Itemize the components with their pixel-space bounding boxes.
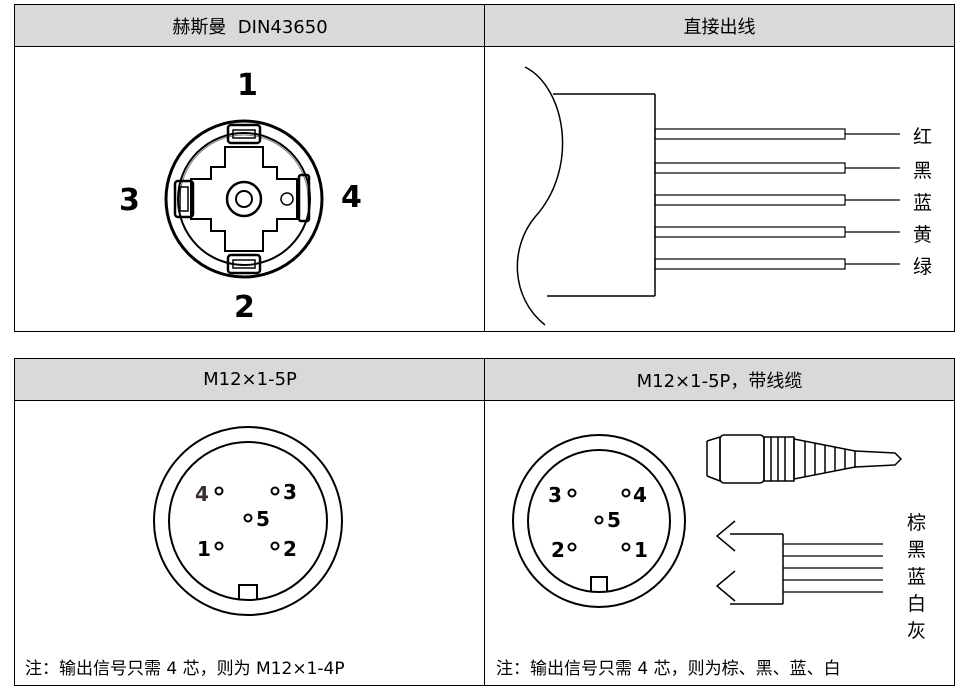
bottom-right-header: M12×1-5P，带线缆 [485, 359, 954, 401]
connector-plug [706, 434, 903, 484]
cable-wires [783, 543, 883, 593]
top-left-header-text: 赫斯曼 DIN43650 [172, 16, 328, 38]
wire-label-black: 黑 [913, 160, 932, 182]
m12-right-face [512, 434, 686, 608]
din-pin-label-1: 1 [237, 68, 258, 103]
din-connector-face [164, 119, 324, 279]
din-pin-label-3: 3 [119, 183, 140, 218]
cable-label-white: 白 [907, 593, 926, 615]
bottom-right-header-text: M12×1-5P，带线缆 [636, 370, 803, 392]
m12-5p-diagram: 1 2 3 4 5 [15, 401, 484, 641]
cable-label-gray: 灰 [907, 620, 926, 642]
m12-right-pin-5: 5 [607, 508, 621, 532]
cable-label-black: 黑 [907, 539, 926, 561]
wire-label-red: 红 [913, 126, 932, 148]
cable-body [516, 66, 656, 326]
top-table: 赫斯曼 DIN43650 直接出线 [14, 4, 955, 332]
wire-label-blue: 蓝 [913, 192, 932, 214]
m12-5p-svg: 1 2 3 4 5 [153, 426, 343, 616]
m12-right-pin-3: 3 [548, 483, 562, 507]
wire-label-green: 绿 [913, 256, 932, 278]
right-note: 注：输出信号只需 4 芯，则为棕、黑、蓝、白 [496, 659, 841, 679]
m12-right-pin-1: 1 [634, 538, 648, 562]
m12-left-pin-4: 4 [195, 482, 209, 506]
direct-wire-diagram: 红 黑 蓝 黄 绿 [485, 47, 954, 331]
din-pin-label-4: 4 [341, 180, 362, 215]
m12-left-pin-5: 5 [256, 507, 270, 531]
m12-left-pin-2: 2 [283, 537, 297, 561]
top-left-header: 赫斯曼 DIN43650 [15, 5, 485, 47]
cable-break-lines [715, 520, 784, 605]
top-right-header-text: 直接出线 [683, 16, 756, 38]
bottom-left-header: M12×1-5P [15, 359, 485, 401]
cable-label-blue: 蓝 [907, 566, 926, 588]
m12-cable-diagram: 1 2 3 4 5 [485, 401, 954, 646]
din-pin-label-2: 2 [234, 290, 255, 325]
m12-left-pins [214, 486, 280, 551]
m12-right-pin-2: 2 [551, 538, 565, 562]
bottom-table: M12×1-5P M12×1-5P，带线缆 1 2 3 4 5 [14, 358, 955, 686]
wire-label-yellow: 黄 [913, 224, 932, 246]
bottom-divider [484, 359, 485, 685]
top-divider [484, 5, 485, 331]
m12-left-face [153, 426, 343, 616]
m12-left-pin-3: 3 [283, 480, 297, 504]
cable-label-brown: 棕 [907, 512, 926, 534]
m12-left-pin-1: 1 [197, 537, 211, 561]
m12-right-pins [567, 488, 631, 552]
top-right-header: 直接出线 [485, 5, 954, 47]
m12-cable-svg: 1 2 3 4 5 [512, 434, 926, 642]
m12-right-pin-4: 4 [633, 483, 647, 507]
wire-bundle [654, 128, 900, 270]
bottom-left-header-text: M12×1-5P [203, 369, 297, 390]
direct-wire-svg: 红 黑 蓝 黄 绿 [516, 66, 932, 326]
left-note: 注：输出信号只需 4 芯，则为 M12×1-4P [25, 659, 345, 679]
din43650-svg: 1 2 3 4 [119, 68, 362, 325]
din43650-diagram: 1 2 3 4 [15, 47, 484, 331]
